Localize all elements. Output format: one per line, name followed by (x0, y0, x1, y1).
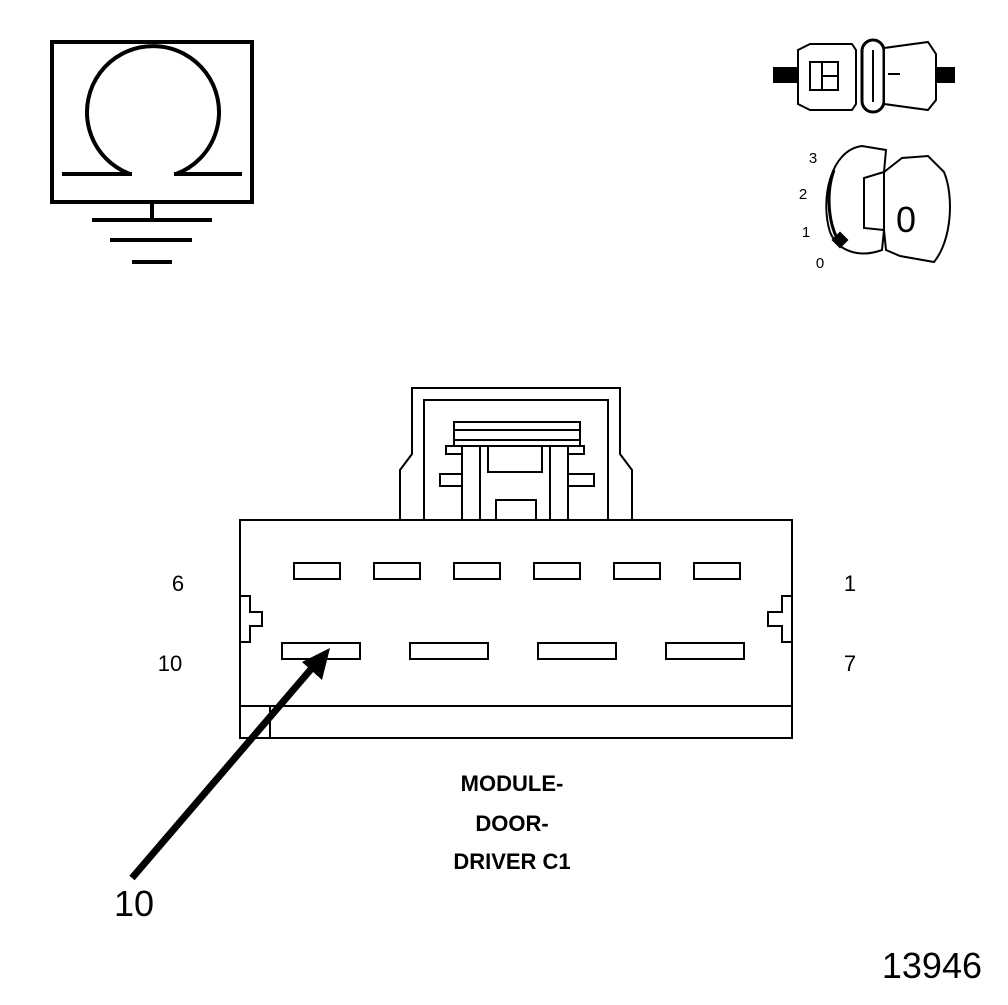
terminal-6 (293, 562, 341, 580)
terminal-7 (665, 642, 745, 660)
ignition-position-3: 3 (809, 150, 817, 167)
connector-body (239, 387, 793, 739)
pin-label-6: 6 (172, 571, 184, 596)
pin-label-10: 10 (158, 651, 182, 676)
ohmmeter-icon (50, 40, 254, 264)
figure-number: 13946 (882, 945, 982, 986)
disconnected-connector-icon (773, 38, 955, 114)
caption-line-1: MODULE- (461, 771, 564, 796)
caption-line-3: DRIVER C1 (453, 849, 570, 874)
pin-label-7: 7 (844, 651, 856, 676)
terminal-8 (537, 642, 617, 660)
key-label: 0 (896, 199, 916, 240)
terminal-4 (453, 562, 501, 580)
ignition-key-icon: 0 3 2 1 0 (799, 144, 951, 272)
callout-label: 10 (114, 883, 154, 924)
pin-label-1: 1 (844, 571, 856, 596)
terminal-9 (409, 642, 489, 660)
ignition-position-0: 0 (816, 255, 824, 272)
terminal-5 (373, 562, 421, 580)
terminal-2 (613, 562, 661, 580)
callout-arrow (129, 648, 330, 881)
terminal-1 (693, 562, 741, 580)
caption-line-2: DOOR- (475, 811, 548, 836)
terminal-row-1 (293, 562, 741, 580)
ignition-position-1: 1 (802, 224, 810, 241)
ignition-position-2: 2 (799, 186, 807, 203)
terminal-3 (533, 562, 581, 580)
